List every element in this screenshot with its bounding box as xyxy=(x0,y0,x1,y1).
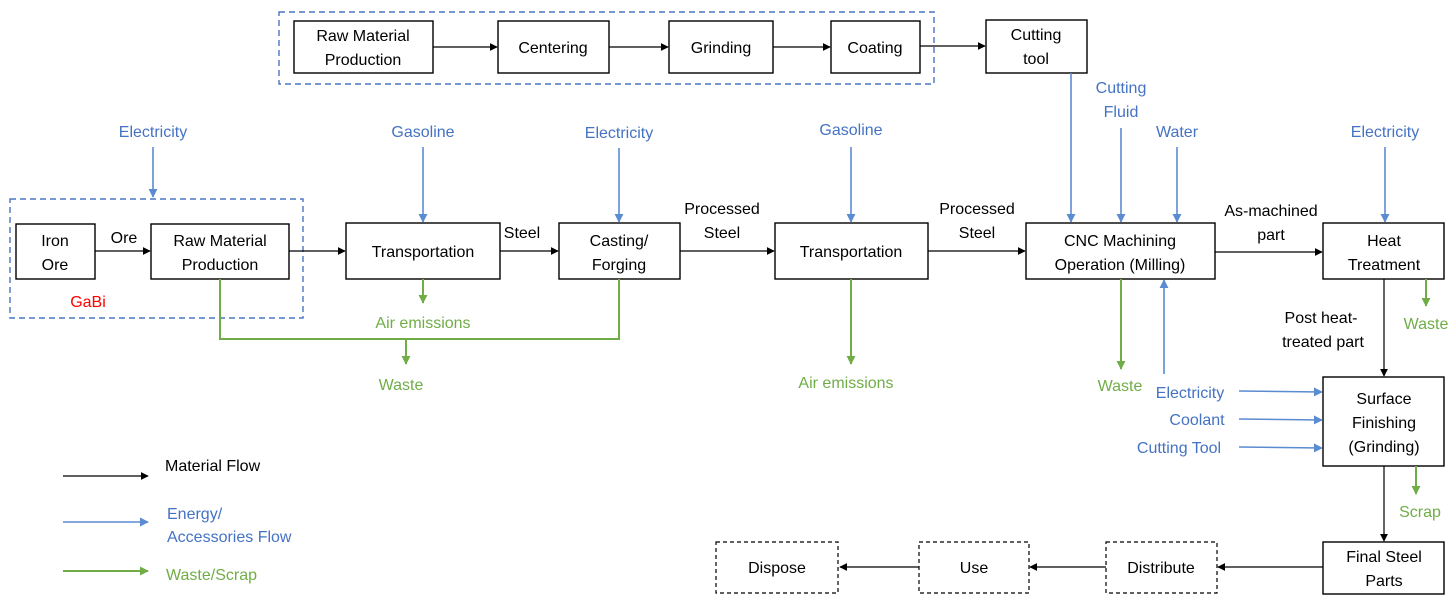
gabi-group xyxy=(9,198,304,319)
water-input: Water xyxy=(1156,124,1199,141)
waste-output-1: Waste xyxy=(379,377,424,394)
cutting-fluid-input: Cutting xyxy=(1096,80,1147,97)
electricity-input-1: Electricity xyxy=(119,124,187,141)
gabi-label: GaBi xyxy=(70,294,106,311)
svg-text:Accessories Flow: Accessories Flow xyxy=(167,529,292,546)
svg-text:Cutting: Cutting xyxy=(1011,27,1062,44)
svg-text:Production: Production xyxy=(182,257,259,274)
svg-text:Distribute: Distribute xyxy=(1127,560,1195,577)
arrow-coolant xyxy=(1238,415,1323,425)
svg-text:CNC Machining: CNC Machining xyxy=(1064,233,1176,250)
use-box: Use xyxy=(918,541,1030,594)
electricity-input-2: Electricity xyxy=(585,125,653,142)
svg-text:part: part xyxy=(1257,227,1285,244)
svg-text:Final Steel: Final Steel xyxy=(1346,549,1422,566)
svg-text:Forging: Forging xyxy=(592,257,646,274)
gasoline-input-2: Gasoline xyxy=(819,122,882,139)
distribute-box: Distribute xyxy=(1105,541,1218,594)
transport2-box: Transportation xyxy=(774,222,929,280)
scrap-output: Scrap xyxy=(1399,504,1441,521)
cutting-tool-box: Cutting tool xyxy=(985,19,1088,74)
svg-text:Treatment: Treatment xyxy=(1348,257,1421,274)
svg-text:treated part: treated part xyxy=(1282,334,1364,351)
svg-text:Steel: Steel xyxy=(704,225,740,242)
processed-steel-label-2: Processed xyxy=(939,201,1015,218)
coolant-input: Coolant xyxy=(1169,412,1225,429)
tool-production-group xyxy=(278,11,935,85)
as-machined-label: As-machined xyxy=(1224,203,1317,220)
svg-text:Raw Material: Raw Material xyxy=(316,28,409,45)
centering-box: Centering xyxy=(497,20,610,74)
svg-text:Raw Material: Raw Material xyxy=(173,233,266,250)
svg-text:Surface: Surface xyxy=(1356,391,1411,408)
svg-text:Casting/: Casting/ xyxy=(590,233,649,250)
ore-label: Ore xyxy=(111,230,138,247)
coating-box: Coating xyxy=(830,20,921,74)
svg-text:Transportation: Transportation xyxy=(372,244,475,261)
processed-steel-label-1: Processed xyxy=(684,201,760,218)
svg-text:Finishing: Finishing xyxy=(1352,415,1416,432)
svg-text:Production: Production xyxy=(325,52,402,69)
transport1-box: Transportation xyxy=(345,222,501,280)
grinding-box: Grinding xyxy=(668,20,774,74)
dispose-box: Dispose xyxy=(715,541,839,594)
svg-text:Steel: Steel xyxy=(959,225,995,242)
svg-text:Parts: Parts xyxy=(1365,573,1402,590)
arrow-electricity-to-surface xyxy=(1238,387,1323,397)
heat-treatment-box: Heat Treatment xyxy=(1322,222,1445,280)
electricity-input-3: Electricity xyxy=(1351,124,1419,141)
post-heat-label: Post heat- xyxy=(1285,310,1358,327)
iron-ore-box: Iron Ore xyxy=(15,223,96,280)
svg-text:Use: Use xyxy=(960,560,989,577)
arrow-cutting-tool-input xyxy=(1238,443,1323,453)
air-emissions-output-2: Air emissions xyxy=(798,375,893,392)
svg-text:Dispose: Dispose xyxy=(748,560,806,577)
steel-label: Steel xyxy=(504,225,540,242)
cnc-machining-box: CNC Machining Operation (Milling) xyxy=(1025,222,1216,280)
svg-text:Transportation: Transportation xyxy=(800,244,903,261)
waste-output-2: Waste xyxy=(1098,378,1143,395)
svg-text:Operation (Milling): Operation (Milling) xyxy=(1055,257,1186,274)
electricity-input-4: Electricity xyxy=(1156,385,1224,402)
svg-text:Centering: Centering xyxy=(518,40,587,57)
legend-energy-label: Energy/ xyxy=(167,506,223,523)
svg-text:Grinding: Grinding xyxy=(691,40,751,57)
cutting-tool-input: Cutting Tool xyxy=(1137,440,1221,457)
waste-collector-line xyxy=(219,279,620,340)
final-steel-parts-box: Final Steel Parts xyxy=(1322,541,1445,595)
legend-waste-label: Waste/Scrap xyxy=(166,567,257,584)
svg-text:(Grinding): (Grinding) xyxy=(1348,439,1419,456)
casting-forging-box: Casting/ Forging xyxy=(558,222,681,280)
svg-text:Fluid: Fluid xyxy=(1104,104,1139,121)
air-emissions-output-1: Air emissions xyxy=(375,315,470,332)
surface-finishing-box: Surface Finishing (Grinding) xyxy=(1322,376,1445,467)
svg-text:Iron: Iron xyxy=(41,233,69,250)
waste-output-3: Waste xyxy=(1404,316,1449,333)
raw-material-box: Raw Material Production xyxy=(150,223,290,280)
svg-text:Coating: Coating xyxy=(847,40,902,57)
gasoline-input-1: Gasoline xyxy=(391,124,454,141)
tool-raw-material-box: Raw Material Production xyxy=(293,20,434,74)
svg-text:tool: tool xyxy=(1023,51,1049,68)
svg-text:Heat: Heat xyxy=(1367,233,1401,250)
svg-text:Ore: Ore xyxy=(42,257,69,274)
legend-material-label: Material Flow xyxy=(165,458,261,475)
